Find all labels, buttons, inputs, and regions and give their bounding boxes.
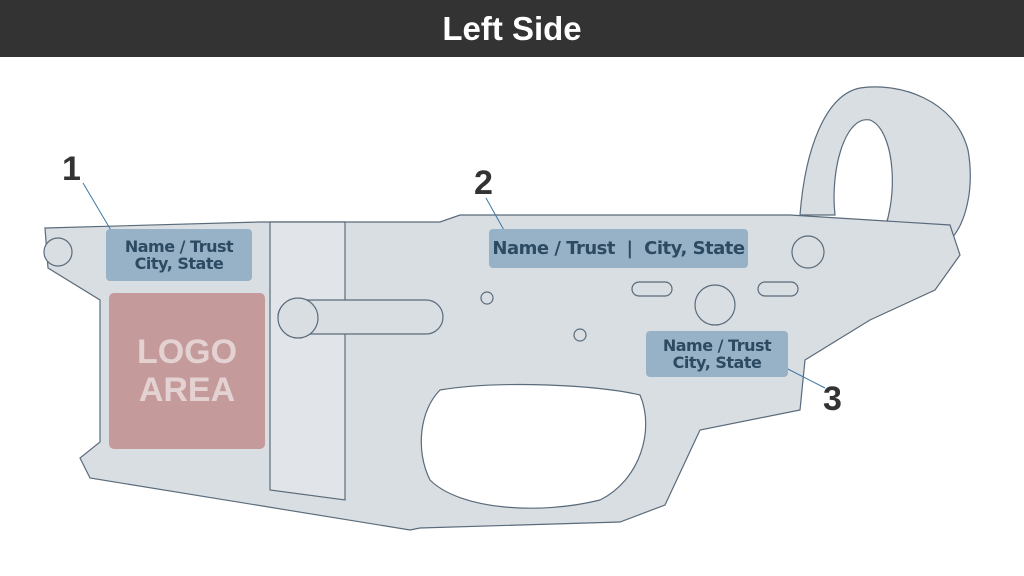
callout-number-1: 1	[62, 150, 81, 188]
slot-2	[757, 281, 799, 297]
leader-line-3	[781, 365, 826, 389]
engraving-label-1: Name / Trust City, State	[106, 229, 252, 281]
pivot-pin-hole	[43, 237, 73, 267]
mag-release	[277, 297, 319, 339]
hammer-pin-hole	[480, 291, 494, 305]
takedown-pin	[791, 235, 825, 269]
page-title: Left Side	[442, 9, 582, 47]
trigger-pin-hole	[573, 328, 587, 342]
trigger-guard-opening	[420, 383, 647, 509]
engraving-label-3: Name / Trust City, State	[646, 331, 788, 377]
label-line: Name / Trust	[662, 336, 772, 355]
label-line: City, State	[672, 353, 762, 372]
logo-area: LOGO AREA	[109, 293, 265, 449]
label-line: City, State	[134, 254, 224, 273]
leader-line-1	[82, 182, 113, 233]
callout-number-2: 2	[474, 164, 493, 202]
header-bar: Left Side	[0, 0, 1024, 57]
label-line: Name / Trust | City, State	[492, 238, 745, 259]
mag-well-panel	[269, 221, 346, 501]
selector-hole	[694, 284, 736, 326]
logo-text: LOGO	[136, 333, 238, 371]
label-line: Name / Trust	[124, 237, 234, 256]
leader-line-2	[485, 197, 506, 233]
slot-1	[631, 281, 673, 297]
logo-text: AREA	[138, 371, 236, 409]
engraving-label-2: Name / Trust | City, State	[489, 229, 748, 268]
trigger-guard-loop	[799, 86, 971, 241]
callout-number-3: 3	[823, 380, 842, 418]
